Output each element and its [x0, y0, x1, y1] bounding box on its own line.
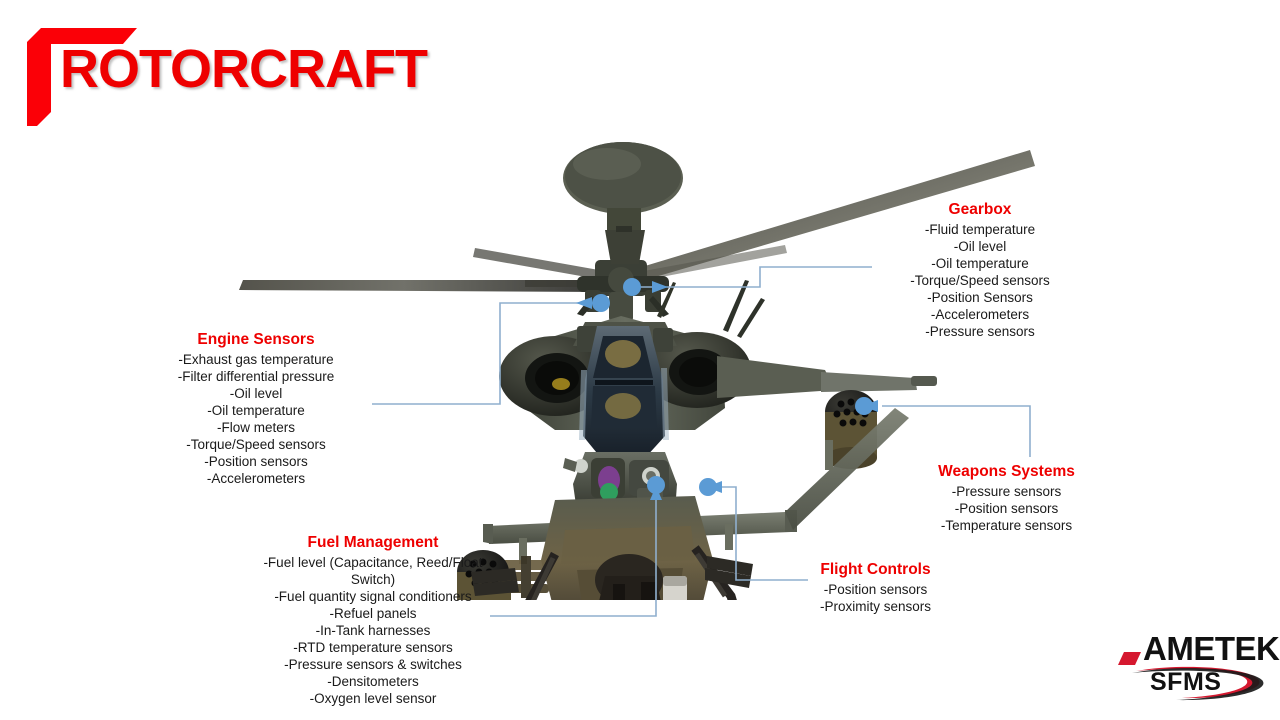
callout-gearbox-item: -Pressure sensors — [925, 324, 1035, 340]
callout-engine-item: -Exhaust gas temperature — [178, 351, 334, 367]
callout-weapons-item: -Temperature sensors — [940, 517, 1073, 533]
mast-mounted-radar — [563, 142, 683, 264]
callout-fuel-item: -Oxygen level sensor — [309, 691, 437, 707]
callout-engine-item: -Filter differential pressure — [177, 368, 335, 384]
callout-engine-item: -Oil level — [229, 385, 283, 401]
lower-fuselage — [541, 496, 713, 600]
sfms-wordmark: SFMS — [1150, 668, 1222, 696]
callout-engine-item: -Accelerometers — [206, 471, 306, 487]
callout-fuel-item: -Fuel quantity signal conditioners — [274, 588, 472, 604]
callout-fuel-item: -Pressure sensors & switches — [284, 657, 462, 673]
callout-gearbox-item: -Position Sensors — [927, 290, 1033, 306]
callout-engine-heading: Engine Sensors — [197, 331, 315, 348]
callout-gearbox: Gearbox -Fluid temperature -Oil level -O… — [874, 200, 1086, 340]
ametek-red-slash-icon — [1118, 652, 1141, 665]
ametek-sfms-logo: AMETEK SFMS — [1118, 632, 1280, 704]
callout-gearbox-item: -Fluid temperature — [924, 221, 1036, 237]
callout-fuel-item: -RTD temperature sensors — [293, 640, 453, 656]
main-rotor-blades — [239, 150, 1035, 292]
callout-engine-item: -Torque/Speed sensors — [186, 437, 326, 453]
cockpit-canopy — [579, 326, 669, 458]
callout-gearbox-heading: Gearbox — [948, 201, 1012, 218]
page-title: ROTORCRAFT — [60, 39, 428, 99]
callout-fuel-item: -Densitometers — [327, 674, 419, 690]
ametek-wordmark: AMETEK — [1143, 630, 1280, 667]
callout-gearbox-item: -Oil level — [953, 238, 1007, 254]
callout-flight-controls: Flight Controls -Position sensors -Proxi… — [788, 560, 963, 615]
callout-gearbox-item: -Accelerometers — [930, 307, 1030, 323]
callout-weapons-item: -Pressure sensors — [951, 483, 1062, 499]
callout-weapons-item: -Position sensors — [954, 500, 1059, 516]
callout-fuel-heading: Fuel Management — [307, 534, 439, 551]
callout-fuel-item: -Fuel level (Capacitance, Reed/Float Swi… — [263, 554, 483, 587]
callout-engine-item: -Position sensors — [204, 454, 308, 470]
callout-engine-item: -Oil temperature — [207, 403, 305, 419]
callout-fuel-item: -Refuel panels — [329, 606, 417, 622]
callout-fuel-management: Fuel Management -Fuel level (Capacitance… — [257, 533, 489, 707]
callout-flight-heading: Flight Controls — [820, 561, 931, 578]
callout-engine-item: -Flow meters — [216, 420, 295, 436]
callout-fuel-item: -In-Tank harnesses — [315, 623, 431, 639]
callout-engine-sensors: Engine Sensors -Exhaust gas temperature … — [152, 330, 360, 487]
callout-gearbox-item: -Oil temperature — [931, 255, 1029, 271]
callout-flight-item: -Position sensors — [823, 581, 928, 597]
callout-weapons-heading: Weapons Systems — [938, 463, 1075, 480]
callout-gearbox-item: -Torque/Speed sensors — [910, 273, 1050, 289]
callout-flight-item: -Proximity sensors — [819, 598, 932, 614]
callout-weapons-systems: Weapons Systems -Pressure sensors -Posit… — [904, 462, 1109, 534]
corner-bracket-logo-icon — [27, 28, 137, 126]
sfms-swoosh-icon — [1132, 666, 1264, 701]
title-area: ROTORCRAFT — [0, 0, 460, 135]
